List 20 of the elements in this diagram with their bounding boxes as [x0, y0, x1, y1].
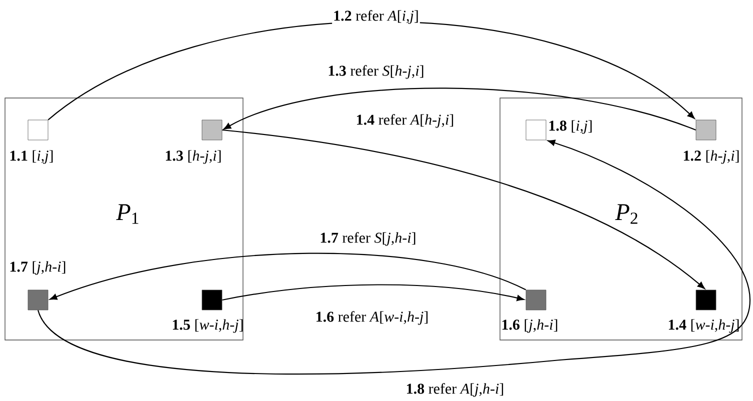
- arrow: [222, 129, 705, 289]
- square-label: 1.7 [j,h-i]: [10, 261, 66, 275]
- edge-label: 1.7 refer S[j,h-i]: [318, 231, 418, 247]
- arrow: [224, 88, 696, 131]
- partition-label: P$_{1}$: [116, 204, 138, 224]
- edge-label: 1.8 refer A[j,h-i]: [404, 382, 506, 398]
- square-label: 1.3 [h-j,i]: [166, 150, 221, 164]
- square-label: 1.5 [w-i,h-j]: [172, 319, 243, 333]
- square-label: 1.2 [h-j,i]: [684, 150, 739, 164]
- edge-label: 1.4 refer A[h-j,i]: [354, 113, 456, 129]
- edge-label: 1.6 refer A[w-i,h-j]: [314, 310, 430, 326]
- edge-label: 1.3 refer S[h-j,i]: [326, 64, 426, 80]
- partition-label: P$_{2}$: [615, 204, 638, 224]
- square-label: 1.8 [i,j]: [549, 120, 592, 134]
- arrow: [38, 140, 751, 375]
- square-label: 1.6 [j,h-i]: [502, 319, 558, 333]
- arrow: [50, 252, 526, 300]
- arrow: [222, 284, 524, 302]
- edge-label: 1.2 refer A[i,j]: [332, 9, 420, 25]
- square-label: 1.1 [i,j]: [10, 150, 53, 164]
